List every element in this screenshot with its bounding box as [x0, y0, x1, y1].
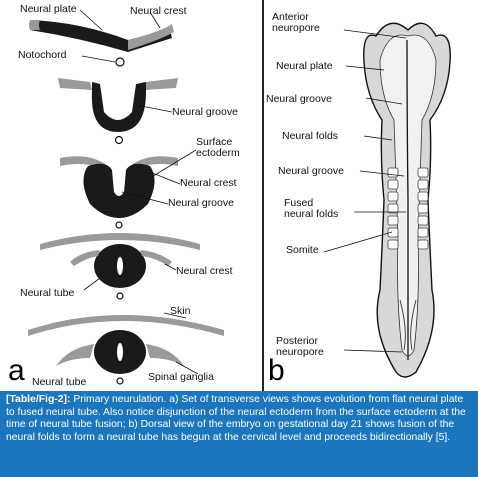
- caption-text: Primary neurulation. a) Set of transvers…: [6, 394, 466, 443]
- stage-5-spinal-ganglia: [28, 312, 224, 385]
- label-spinal-ganglia: Spinal ganglia: [148, 371, 214, 383]
- somites: [387, 167, 429, 250]
- label-somite: Somite: [286, 244, 319, 256]
- label-posterior-neuropore: Posterior neuropore: [276, 335, 324, 358]
- stage-3-neural-folds: [60, 149, 197, 229]
- label-neural-tube-2: Neural tube: [32, 376, 87, 388]
- panel-b-drawing: [323, 22, 451, 378]
- panel-a-drawing: [28, 9, 224, 385]
- panel-b-letter: b: [268, 354, 285, 387]
- stage-1-neural-plate: [29, 9, 174, 67]
- label-neural-crest-2: Neural crest: [180, 177, 237, 189]
- figure-caption: [Table/Fig-2]: Primary neurulation. a) S…: [0, 391, 478, 477]
- label-neural-groove-b2: Neural groove: [278, 165, 344, 177]
- label-neural-tube-1: Neural tube: [20, 287, 75, 299]
- label-neural-groove-1: Neural groove: [172, 106, 238, 118]
- label-neural-groove-2: Neural groove: [168, 197, 234, 209]
- stage-2-neural-groove: [58, 78, 178, 145]
- caption-tag: [Table/Fig-2]:: [6, 394, 71, 405]
- panel-divider: [262, 0, 264, 391]
- label-skin: Skin: [170, 305, 191, 317]
- label-anterior-neuropore: Anterior neuropore: [272, 11, 320, 34]
- label-neural-crest-top: Neural crest: [130, 5, 187, 17]
- label-neural-folds: Neural folds: [282, 130, 339, 142]
- label-fused-neural-folds: Fused neural folds: [284, 197, 339, 220]
- label-neural-groove-b1: Neural groove: [266, 93, 332, 105]
- label-surface-ectoderm: Surface ectoderm: [196, 136, 240, 159]
- panel-a-letter: a: [8, 354, 25, 387]
- label-notochord: Notochord: [18, 49, 67, 61]
- label-neural-crest-3: Neural crest: [176, 265, 233, 277]
- label-neural-plate-a: Neural plate: [20, 3, 77, 15]
- stage-4-neural-tube: [40, 233, 200, 300]
- label-neural-plate-b: Neural plate: [276, 60, 333, 72]
